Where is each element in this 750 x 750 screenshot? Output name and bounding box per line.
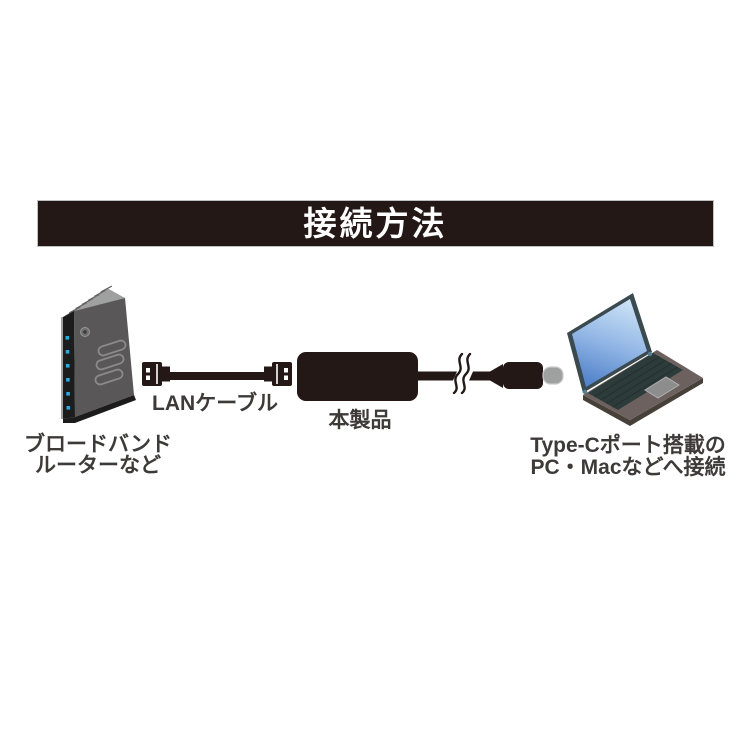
type-c-metal-tip xyxy=(542,366,564,385)
router-label-line1: ブロードバンド xyxy=(23,433,173,456)
laptop-keyboard xyxy=(588,353,683,410)
lan-cable-label: LANケーブル xyxy=(152,392,278,415)
section-title: 接続方法 xyxy=(303,205,448,242)
laptop-illustration xyxy=(567,293,703,426)
product-label: 本製品 xyxy=(328,409,392,432)
router-label: ブロードバンド ルーターなど xyxy=(15,434,181,476)
section-title-banner: 接続方法 xyxy=(37,200,714,247)
adapter-body xyxy=(297,352,418,401)
type-c-plug-illustration xyxy=(490,362,564,389)
lan-cable-cord xyxy=(168,372,266,380)
keyboard-row-lines xyxy=(594,356,678,408)
lan-cable-illustration xyxy=(142,362,292,386)
router-body xyxy=(61,285,136,423)
laptop-lid xyxy=(567,293,652,393)
rj45-connector-right xyxy=(264,362,292,386)
type-c-plug-body xyxy=(503,362,543,389)
rj45-connector-left xyxy=(142,362,170,386)
broadband-router-illustration xyxy=(61,285,136,423)
adapter-cable-segment xyxy=(418,371,457,381)
cable-break-mark xyxy=(452,352,472,395)
router-side-vents xyxy=(94,339,127,386)
laptop-screen xyxy=(572,299,647,387)
laptop-base-edge xyxy=(583,378,703,426)
pc-connection-label: Type-Cポート搭載の PC・Macなどへ接続 xyxy=(527,435,729,478)
laptop-hinge-left xyxy=(582,389,588,395)
pc-label-line1: Type-Cポート搭載の xyxy=(530,434,726,457)
pc-label-line2: PC・Macなどへ接続 xyxy=(530,455,726,479)
laptop-trackpad xyxy=(644,376,680,399)
usb-lan-adapter-illustration xyxy=(297,352,564,401)
type-c-strain-relief xyxy=(490,364,503,388)
router-button-dot xyxy=(83,330,87,334)
adapter-cable-segment xyxy=(469,371,490,381)
laptop-hinge-right xyxy=(647,351,653,357)
router-top-vents xyxy=(68,285,113,314)
router-label-line2: ルーターなど xyxy=(35,454,161,477)
led-indicators xyxy=(65,336,71,410)
